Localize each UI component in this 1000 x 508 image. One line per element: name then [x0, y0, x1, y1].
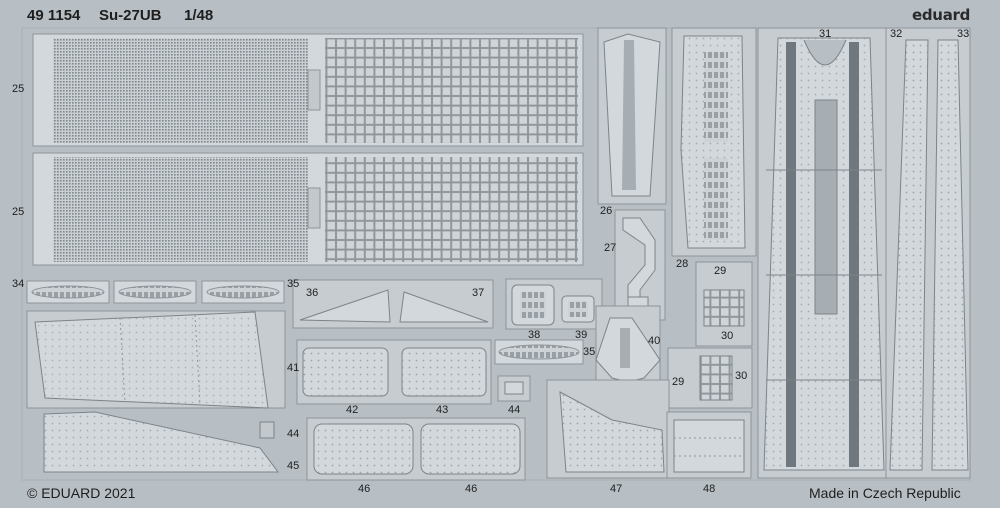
part-number-34: 34: [12, 278, 25, 290]
part-number-47: 47: [610, 483, 623, 495]
part-number-33: 33: [957, 28, 970, 40]
part-number-42: 42: [346, 404, 359, 416]
part-number-46: 46: [465, 483, 478, 495]
part-32-33-strips: [885, 27, 971, 479]
set-number: 49 1154: [27, 7, 81, 24]
part-number-41: 41: [287, 362, 300, 374]
part-number-30: 30: [735, 370, 748, 382]
part-number-36: 36: [306, 287, 319, 299]
part-number-37: 37: [472, 287, 485, 299]
part-48-panel: [666, 411, 752, 479]
part-number-28: 28: [676, 258, 689, 270]
part-number-39: 39: [575, 329, 588, 341]
part-47-wedge: [546, 379, 670, 479]
part-46-panels: [306, 417, 526, 481]
eduard-logo: eduard: [912, 6, 971, 24]
part-number-44: 44: [508, 404, 521, 416]
part-26-strip: [597, 27, 667, 205]
part-number-27: 27: [604, 242, 617, 254]
copyright-text: © EDUARD 2021: [27, 485, 136, 501]
origin-text: Made in Czech Republic: [809, 485, 961, 501]
part-number-40: 40: [648, 335, 661, 347]
part-36-37-fairings: [292, 279, 494, 329]
scale-label: 1/48: [184, 7, 214, 24]
part-41-panel: [26, 310, 286, 409]
part-number-26: 26: [600, 205, 613, 217]
part-25-lower-grille: [32, 152, 584, 266]
part-42-43-panels: [296, 339, 492, 405]
part-number-31: 31: [819, 28, 832, 40]
part-number-30: 30: [721, 330, 734, 342]
part-number-35: 35: [583, 346, 596, 358]
part-number-45: 45: [287, 460, 300, 472]
part-31-spine: [757, 27, 887, 479]
part-number-32: 32: [890, 28, 903, 40]
part-number-35: 35: [287, 278, 300, 290]
part-number-46: 46: [358, 483, 371, 495]
part-29-30-upper: [695, 261, 753, 347]
aircraft-name: Su-27UB: [99, 7, 162, 24]
part-28-vent-panel: [671, 27, 757, 257]
part-25-upper-grille: [32, 33, 584, 147]
part-29-30-lower: [667, 347, 753, 409]
part-35-38-39-small: [494, 278, 603, 365]
part-45-wedge: [43, 411, 279, 473]
part-34-35-strips: [26, 280, 285, 304]
part-40-nozzle: [595, 305, 661, 389]
part-number-29: 29: [714, 265, 727, 277]
part-number-25: 25: [12, 206, 25, 218]
part-27-bracket: [614, 209, 666, 321]
part-number-48: 48: [703, 483, 716, 495]
part-number-44: 44: [287, 428, 300, 440]
part-number-29: 29: [672, 376, 685, 388]
part-number-25: 25: [12, 83, 25, 95]
part-number-43: 43: [436, 404, 449, 416]
part-number-38: 38: [528, 329, 541, 341]
part-44-small: [497, 375, 531, 402]
